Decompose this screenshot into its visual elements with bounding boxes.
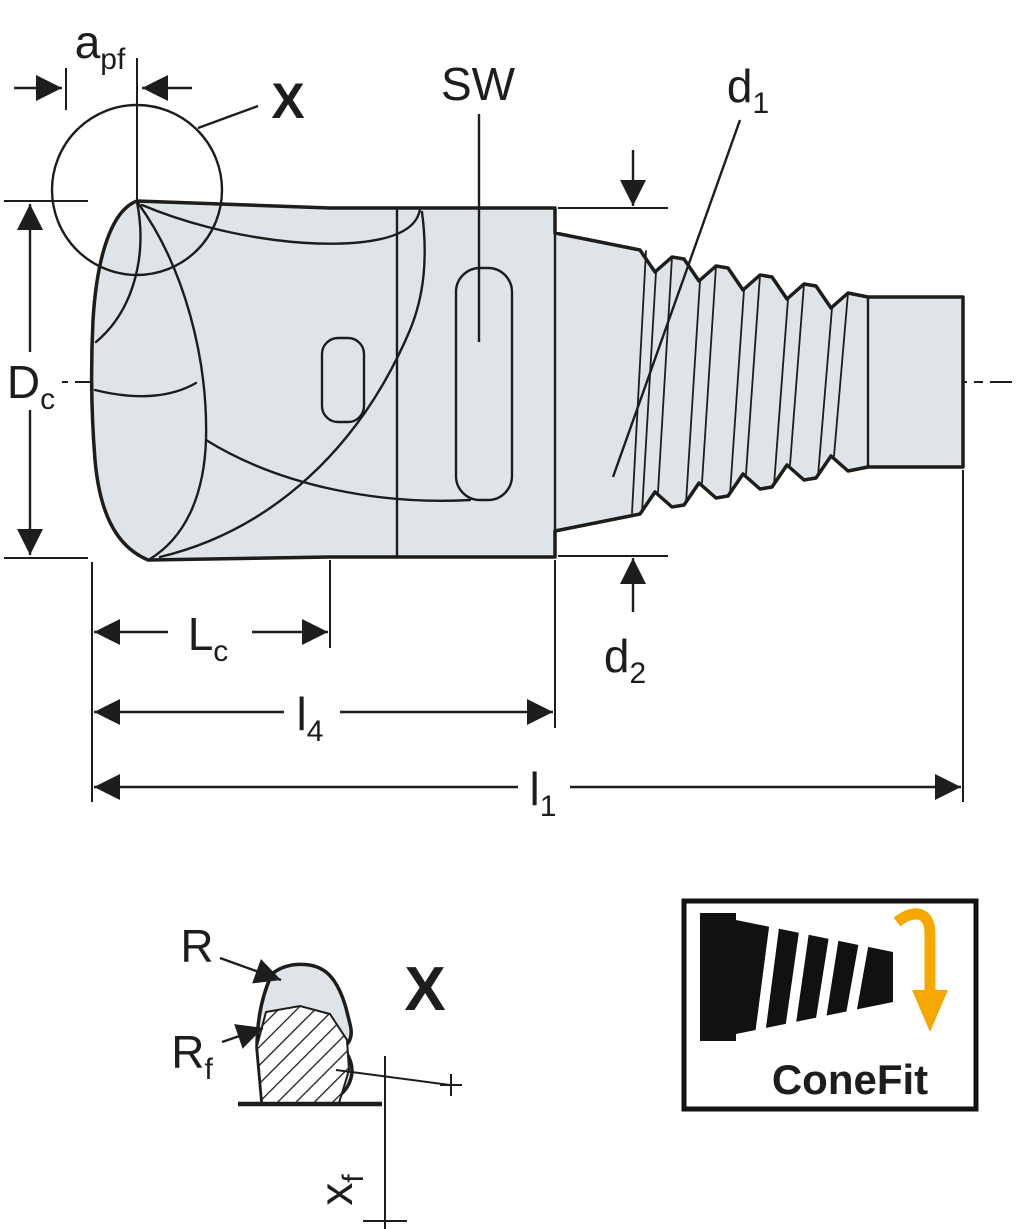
thread-detail-lines [631,250,870,514]
dc-label-main: D [7,356,40,408]
r-label: R [180,920,213,972]
l4-dimension: l4 [94,560,556,748]
lc-label-sub: c [213,635,228,668]
detail-x-hatch-area [255,1004,351,1104]
apf-label-sub: pf [100,43,126,76]
xf-label-sub: f [337,1174,370,1183]
lc-label: Lc [188,608,229,668]
d2-label: d2 [604,630,646,690]
d2-dimension: d2 [558,150,668,690]
rotation-arrow-icon [893,908,936,992]
lc-dimension: Lc [94,560,331,668]
conefit-logo-box: ConeFit [681,898,979,1112]
conefit-wordmark: ConeFit [772,1056,928,1103]
wrench-flat [454,266,514,502]
l4-label-sub: 4 [307,715,324,748]
xf-label-main: x [310,1183,362,1206]
rf-label-sub: f [204,1053,213,1086]
lc-label-main: L [188,608,214,660]
dc-dimension: Dc [2,200,88,559]
rotation-arrow-head [912,990,948,1032]
d1-label-sub: 1 [752,87,769,120]
l4-label: l4 [297,688,324,748]
rf-label: Rf [171,1026,213,1086]
xf-slant-line [335,1069,451,1086]
conefit-adapter-flange [700,913,736,1041]
detail-circle-leader [197,104,259,130]
apf-label-main: a [75,16,101,68]
apf-label: apf [75,16,126,76]
xf-label: xf [310,1174,370,1206]
r-leader [219,956,282,984]
l1-label: l1 [530,763,557,823]
d1-label: d1 [727,60,769,120]
l1-dimension: l1 [91,470,964,823]
dc-label-sub: c [40,383,55,416]
l1-label-main: l [530,763,540,815]
dc-label: Dc [7,356,55,416]
flute-detail-lines [93,200,472,561]
d2-label-main: d [604,630,630,682]
d1-dimension: d1 [611,60,769,478]
rf-leader [221,1024,264,1049]
detail-callout-x-label: X [271,73,304,129]
conefit-cone-stripes [755,919,870,1036]
rf-label-main: R [171,1026,204,1078]
sw-label: SW [441,58,516,110]
tool-silhouette [89,199,965,562]
apf-dimension: apf [14,16,192,200]
detail-x-title: X [404,955,445,1024]
d2-label-sub: 2 [629,657,646,690]
sw-dimension: SW [441,58,516,342]
l4-label-main: l [297,688,307,740]
d1-label-main: d [727,60,753,112]
l1-label-sub: 1 [540,790,557,823]
detail-x-view: R Rf X xf [171,920,462,1229]
shank-detail-lines [320,206,557,559]
